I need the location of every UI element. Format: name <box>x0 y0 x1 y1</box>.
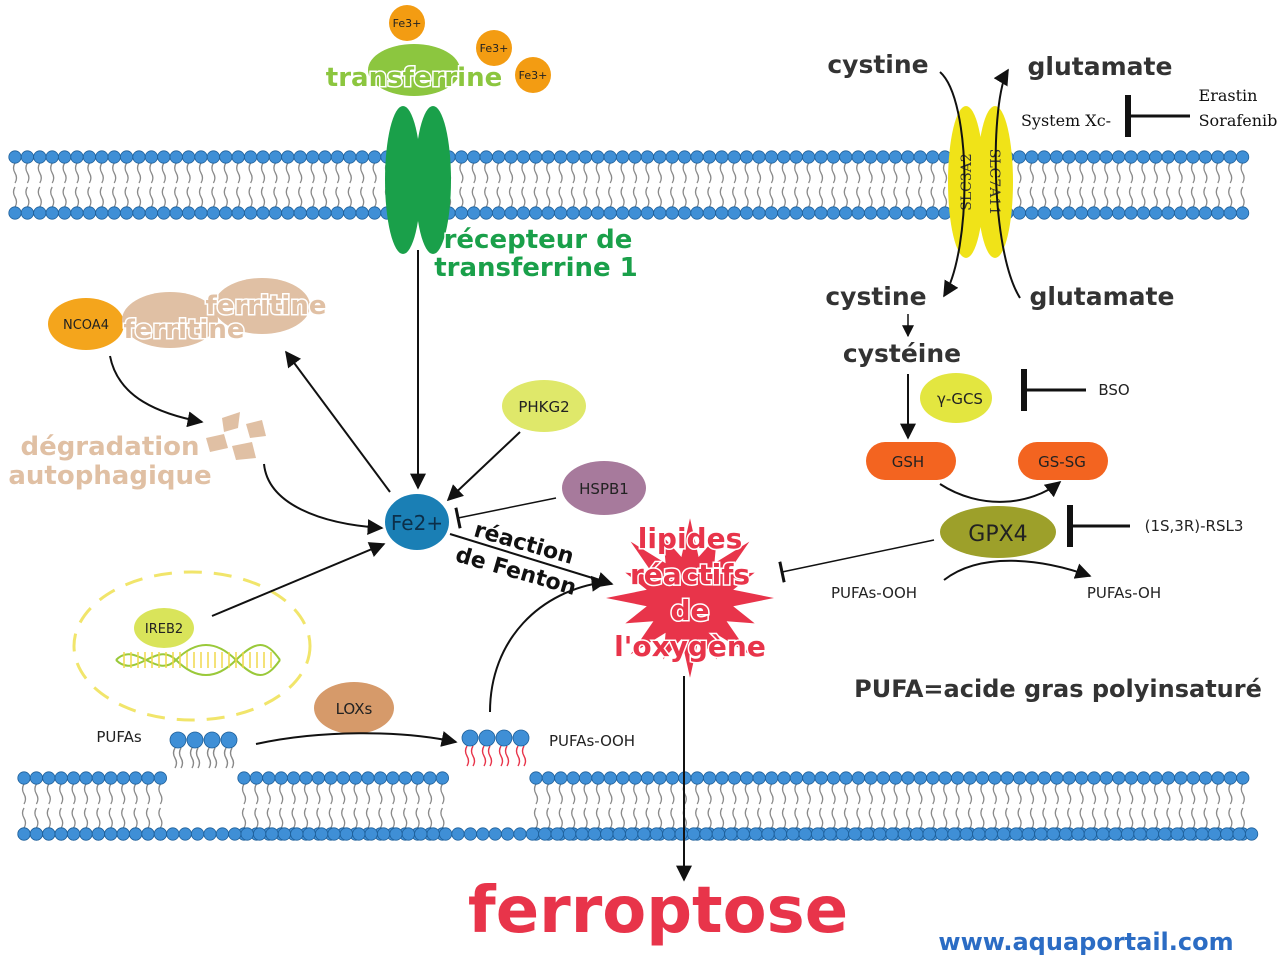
gpx4-inhibits-ros <box>778 539 935 583</box>
slc7a11 <box>977 106 1013 258</box>
ferritin-label-2: ferritine <box>206 291 327 321</box>
pufas-molecule <box>169 731 238 769</box>
ireb2-halo <box>72 570 312 722</box>
degradation-to-fe2-arrow <box>263 463 384 536</box>
ncoa4-to-degradation-arrow <box>109 355 204 428</box>
plasma-membrane <box>8 150 1250 220</box>
ferroptosis-title: ferroptose <box>468 874 848 948</box>
cystine-import-arrow <box>939 71 966 298</box>
fe3-label-1: Fe3+ <box>393 17 422 30</box>
receptor-label-line2: transferrine 1 <box>434 253 638 283</box>
ferritin-label-1: ferritine <box>124 315 245 345</box>
slc3a2-label: SLC3A2 <box>959 153 975 211</box>
glutamate-in-label: glutamate <box>1030 282 1175 311</box>
cystine-out-label: cystine <box>827 50 928 79</box>
fenton-arrow <box>449 533 614 588</box>
degradation-label-line2: autophagique <box>8 461 211 491</box>
erastin-label: Erastin <box>1199 86 1258 105</box>
gamma-gcs <box>920 373 992 423</box>
gpx4-pufa-oh-label: PUFAs-OH <box>1087 584 1161 602</box>
slc7a11-label: SLC7A11 <box>986 149 1002 215</box>
gpx4 <box>940 506 1056 558</box>
fe2-ion <box>385 494 449 550</box>
ferritin-fragments <box>206 412 266 460</box>
cystine-in-label: cystine <box>825 282 926 311</box>
pufas-ooh-molecule <box>461 729 530 767</box>
slc3a2 <box>948 106 984 258</box>
gssg <box>1018 442 1108 480</box>
pufa-legend: PUFA=acide gras polyinsaturé <box>854 675 1262 703</box>
cell-membranes <box>8 150 1259 841</box>
inner-membrane-lower-leaflet <box>17 827 1259 841</box>
pufa-ooh-to-ros-arrow <box>489 575 608 713</box>
ferritin-shape-2 <box>214 278 310 334</box>
pufas-label: PUFAs <box>96 728 142 746</box>
hspb1-inhibits-fe2 <box>454 497 557 529</box>
ros-label-line2: réactifs <box>630 558 750 591</box>
receptor-label-line1: récepteur de <box>444 225 633 255</box>
degradation-label-line1: dégradation <box>20 432 199 462</box>
ferritin-shape-1 <box>122 292 218 348</box>
sorafenib-label: Sorafenib <box>1199 111 1278 130</box>
watermark: www.aquaportail.com <box>938 928 1233 956</box>
pufa-ooh-to-oh-arrow <box>943 559 1092 581</box>
fe3-label-3: Fe3+ <box>519 69 548 82</box>
lox-oxidation-arrow <box>255 731 458 747</box>
glutamate-out-label: glutamate <box>1028 52 1173 81</box>
loxs-label: LOXs <box>336 700 373 718</box>
fe2-to-ferritin-arrow <box>285 350 391 493</box>
ros-label-line1: lipides <box>638 522 743 555</box>
fe3-ion-3 <box>515 57 551 93</box>
phkg2 <box>502 380 586 432</box>
gsh-to-gssg-arrow <box>939 481 1062 503</box>
glutamate-export-arrow <box>993 68 1021 299</box>
gamma-gcs-label: γ-GCS <box>937 390 983 408</box>
loxs <box>314 682 394 734</box>
ireb2-to-fe2-arrow <box>211 542 386 617</box>
transferrin <box>368 44 460 96</box>
ncoa4-label: NCOA4 <box>63 318 109 333</box>
hspb1-label: HSPB1 <box>579 480 629 498</box>
gsh <box>866 442 956 480</box>
ros-label-line4: l'oxygène <box>614 630 766 663</box>
gsh-label: GSH <box>892 453 924 471</box>
gpx4-pufa-ooh-label: PUFAs-OOH <box>831 584 917 602</box>
hspb1 <box>562 461 646 515</box>
ros-label-line3: de <box>670 594 709 627</box>
pufas-ooh-label: PUFAs-OOH <box>549 732 635 750</box>
system-xc-label: System Xc- <box>1021 111 1111 130</box>
gpx4-label: GPX4 <box>968 522 1027 547</box>
gssg-label: GS-SG <box>1038 453 1086 471</box>
cysteine-label: cystéine <box>843 339 961 368</box>
fe2-label: Fe2+ <box>391 511 443 535</box>
ros-starburst <box>606 518 774 678</box>
phkg2-to-fe2-arrow <box>446 431 521 502</box>
phkg2-label: PHKG2 <box>518 398 569 416</box>
fe3-label-2: Fe3+ <box>480 42 509 55</box>
ncoa4 <box>48 298 124 350</box>
fe3-ion-1 <box>389 5 425 41</box>
ireb2-label: IREB2 <box>145 622 183 637</box>
inner-membrane-middle <box>237 771 449 841</box>
transferrin-label: transferrine <box>326 63 502 93</box>
rsl3-label: (1S,3R)-RSL3 <box>1145 517 1244 535</box>
transferrin-receptor <box>385 106 451 254</box>
ros-label: lipides réactifs de l'oxygène <box>613 521 768 665</box>
dna-helix-icon <box>115 644 281 676</box>
ireb2 <box>134 608 194 648</box>
fe3-ion-2 <box>476 30 512 66</box>
bso-label: BSO <box>1098 381 1129 399</box>
